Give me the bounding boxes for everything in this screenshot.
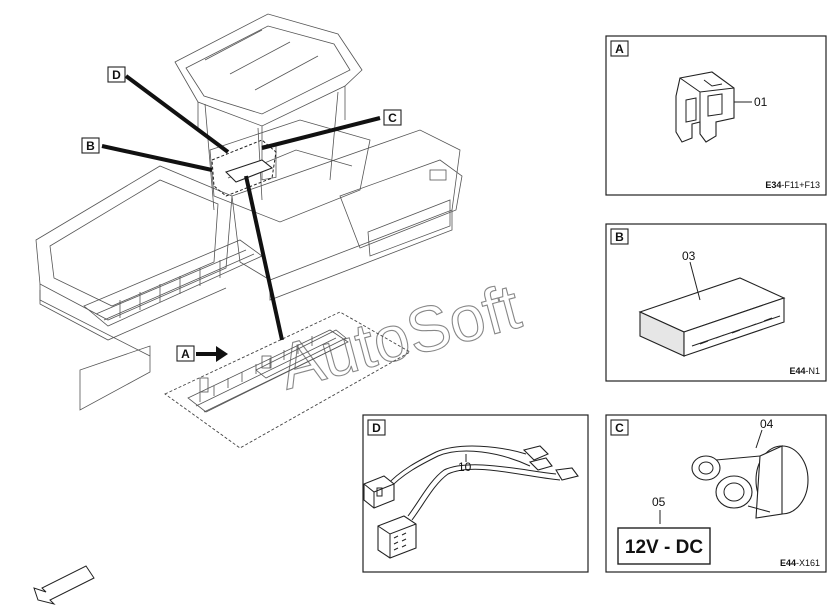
arrow-a-icon [196,346,228,362]
watermark-text: AutoSoft [272,270,528,403]
callout-d-label: D [112,68,121,82]
cable-harness-icon [363,445,579,559]
control-module-icon [638,277,786,357]
part-number-05: 05 [652,495,666,509]
leader-line-board [244,175,284,341]
panel-c-code: E44-X161 [780,558,820,568]
direction-arrow-icon [33,565,95,605]
callout-a: A [176,345,195,362]
blade-fuse-icon [675,71,735,143]
detail-panel-d: D 10 [362,414,589,573]
part-number-10: 10 [458,460,472,474]
leader-03 [689,261,701,301]
leader-line-d [124,74,230,154]
module-b-location [224,159,274,183]
part-number-03: 03 [682,249,696,263]
detail-panel-c: C 04 05 12V - DC E44-X161 [605,414,827,573]
panel-d-tag: D [372,421,381,435]
part-number-04: 04 [760,417,774,431]
panel-b-tag: B [615,230,624,244]
power-socket-icon [691,445,809,519]
callout-a-label: A [181,347,190,361]
panel-c-tag: C [615,421,624,435]
paver-machine-illustration [35,13,463,411]
panel-a-code: E34-F11+F13 [765,180,820,190]
leader-04 [755,429,763,449]
voltage-label-text: 12V - DC [625,537,703,558]
callout-b: B [81,137,100,154]
callout-c-label: C [388,111,397,125]
part-number-01: 01 [754,95,768,109]
detail-panel-a: A 01 E34-F11+F13 [605,35,827,196]
panel-b-code: E44-N1 [789,366,820,376]
leader-line-c [261,116,381,150]
panel-a-tag: A [615,42,624,56]
callout-c: C [383,109,402,126]
callout-b-label: B [86,139,95,153]
callout-d: D [107,66,126,83]
fuse-board-illustration [164,311,411,449]
voltage-label-plate [617,527,711,565]
leader-line-b [101,144,213,172]
detail-panel-b: B 03 E44-N1 [605,223,827,382]
